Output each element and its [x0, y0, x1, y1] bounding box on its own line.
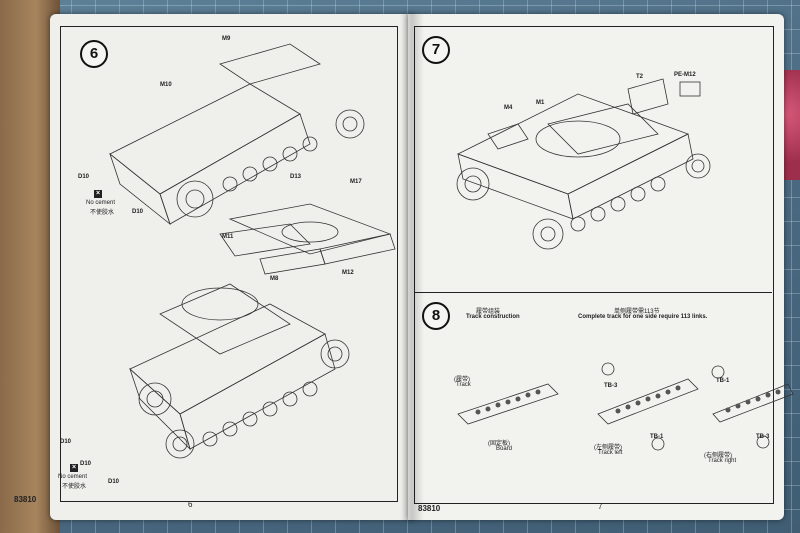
step-6-badge: 6: [80, 40, 108, 68]
part-label-D10-e: D10: [108, 479, 120, 485]
part-label-D10-b: D10: [132, 209, 144, 215]
tb-label-2: TB-1: [650, 434, 664, 440]
part-label-T2: T2: [636, 74, 644, 80]
product-code-left: 83810: [14, 495, 37, 504]
part-label-M4: M4: [504, 105, 513, 111]
part-label-M1: M1: [536, 100, 545, 106]
page-number-right: 7: [598, 502, 603, 511]
book-gutter: [400, 14, 424, 520]
part-label-M12: M12: [342, 270, 354, 276]
track-label-cn: (履带): [454, 377, 470, 383]
part-label-M10: M10: [160, 82, 172, 88]
track-label-en: Track: [456, 382, 471, 388]
left-page-frame: [60, 26, 398, 502]
hull-assembly-drawing: [109, 43, 396, 459]
part-label-M17: M17: [350, 179, 362, 185]
part-label-D10-a: D10: [78, 174, 90, 180]
instruction-booklet: 6: [14, 14, 794, 520]
no-cement-label-2-cn: 不使胶水: [62, 484, 87, 490]
right-page: 7 M4 M1 T2 PE-M12 8 履带组装 Track const: [408, 14, 794, 520]
tb-label-3: TB-1: [716, 378, 730, 384]
right-page-frame: [414, 26, 774, 504]
page-number-left: 6: [188, 500, 193, 509]
step-8-badge: 8: [422, 302, 450, 330]
no-cement-label-2-en: No cement: [58, 474, 88, 480]
turret-assembly-drawing: [456, 78, 711, 250]
part-label-M11: M11: [222, 234, 234, 240]
part-label-M9: M9: [222, 36, 231, 42]
track-left-en: Track left: [598, 450, 623, 456]
board-label-en: Board: [496, 446, 513, 452]
no-cement-icon: ×: [94, 190, 102, 198]
part-label-D13: D13: [290, 174, 302, 180]
no-cement-label-1-cn: 不使胶水: [90, 210, 115, 216]
track-title-cn: 履带组装: [476, 309, 501, 315]
left-page: 6: [14, 14, 414, 520]
no-cement-icon-2: ×: [70, 464, 78, 472]
no-cement-label-1-en: No cement: [86, 200, 116, 206]
tb-label-4: TB-3: [756, 434, 770, 440]
part-label-PE-M12: PE-M12: [674, 72, 696, 78]
part-label-D10-d: D10: [80, 461, 92, 467]
track-assembly-drawing: [457, 362, 794, 451]
tb-label-1: TB-3: [604, 383, 618, 389]
section-divider: [414, 292, 772, 293]
part-label-M8: M8: [270, 276, 279, 282]
board-label-cn: (固定板): [488, 441, 510, 447]
part-label-D10-c: D10: [60, 439, 72, 445]
track-right-en: Track right: [708, 458, 737, 464]
track-right-cn: (右侧履带): [704, 453, 732, 459]
complete-note-cn: 单侧履带需113节: [614, 309, 660, 315]
step-7-badge: 7: [422, 36, 450, 64]
complete-note-en: Complete track for one side require 113 …: [578, 314, 708, 320]
track-left-cn: (左侧履带): [594, 445, 622, 451]
product-code-right: 83810: [418, 504, 441, 513]
track-title-en: Track construction: [466, 314, 520, 320]
